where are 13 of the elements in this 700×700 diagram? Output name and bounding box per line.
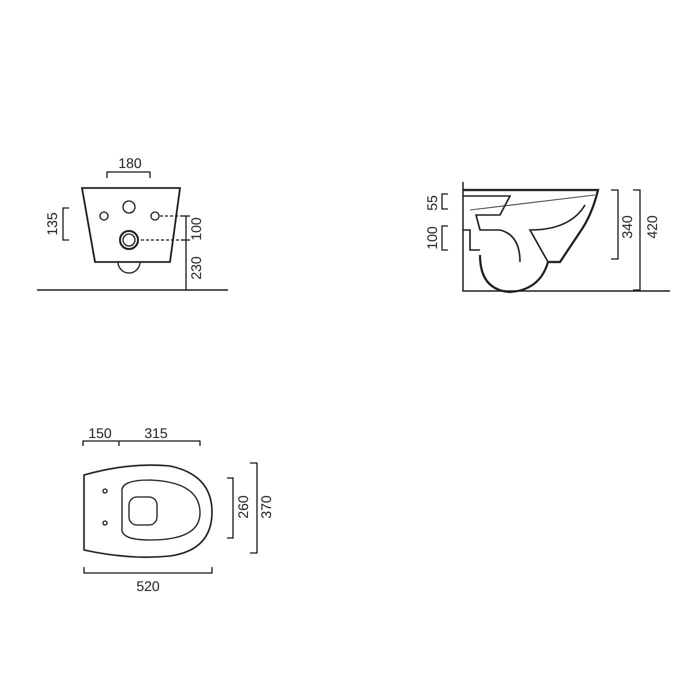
dimension-value: 150 [88, 426, 112, 440]
dimension-value: 180 [118, 156, 142, 170]
dimension-value: 230 [189, 256, 203, 280]
dimension-value: 100 [189, 217, 203, 241]
dimension-value: 100 [425, 226, 439, 250]
dimension-value: 370 [259, 495, 273, 519]
dimension-value: 520 [136, 579, 160, 593]
dimension-value: 340 [620, 215, 634, 239]
dimension-value: 420 [645, 215, 659, 239]
dimension-value: 260 [236, 495, 250, 519]
dimension-value: 55 [425, 195, 439, 211]
dimension-value: 315 [144, 426, 168, 440]
dimension-value: 135 [45, 212, 59, 236]
